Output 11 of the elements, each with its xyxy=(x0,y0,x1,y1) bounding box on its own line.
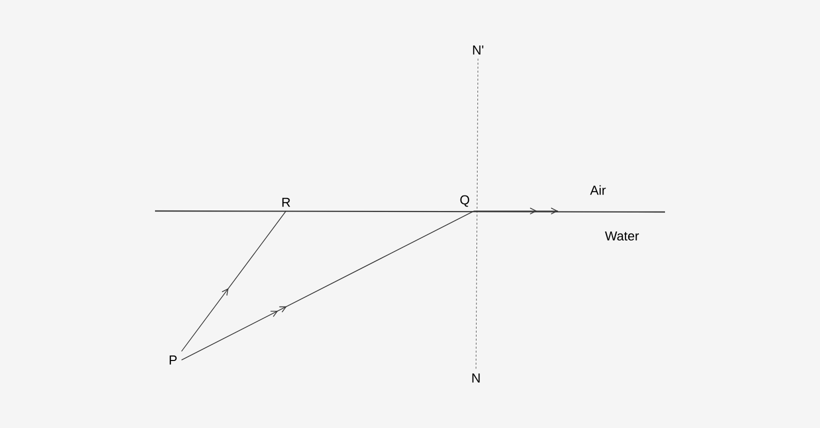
light-ray xyxy=(474,208,558,214)
point-label: R xyxy=(282,198,290,207)
medium-label: Water xyxy=(604,231,639,241)
point-label: N' xyxy=(473,46,484,54)
light-ray xyxy=(181,210,474,360)
light-ray xyxy=(181,210,286,352)
medium-label: Air xyxy=(590,185,606,195)
point-label: N xyxy=(472,374,480,382)
point-label: P xyxy=(170,356,177,364)
normal-line xyxy=(476,58,478,370)
point-label: Q xyxy=(460,195,470,207)
